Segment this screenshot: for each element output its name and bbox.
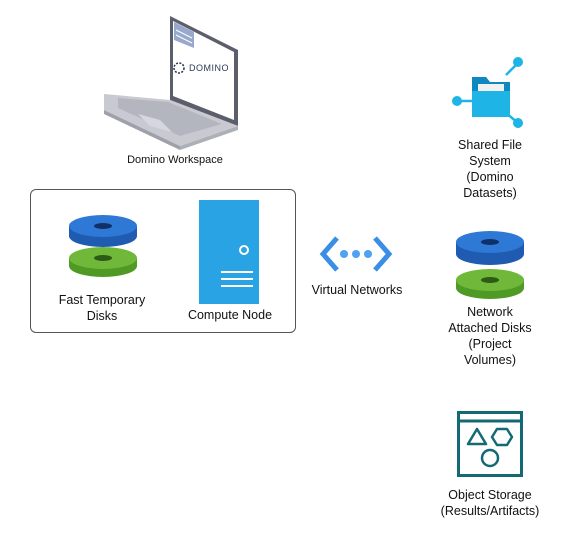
- domino-logo-mark-icon: [173, 62, 185, 74]
- laptop-icon: [104, 16, 238, 150]
- virtual-networks-icon: [319, 236, 393, 272]
- fast-disks-label: Fast Temporary Disks: [58, 293, 146, 323]
- network-disks-icon: [456, 231, 524, 299]
- virtual-networks-label: Virtual Networks: [311, 283, 403, 297]
- shared-folder-icon: [452, 57, 523, 128]
- shared-fs-label: Shared File System (Domino Datasets): [458, 138, 522, 200]
- workspace-label: Domino Workspace: [127, 154, 223, 166]
- cluster-box: [30, 189, 296, 333]
- compute-node-icon: [199, 200, 259, 304]
- fast-disks-icon: [69, 215, 137, 277]
- domino-logo-text: DOMINO: [189, 63, 229, 73]
- object-storage-icon: [457, 411, 523, 477]
- nad-label: Network Attached Disks (Project Volumes): [448, 305, 532, 367]
- compute-node-label: Compute Node: [187, 308, 273, 322]
- domino-logo: DOMINO: [172, 60, 230, 76]
- object-storage-label: Object Storage (Results/Artifacts): [440, 488, 540, 518]
